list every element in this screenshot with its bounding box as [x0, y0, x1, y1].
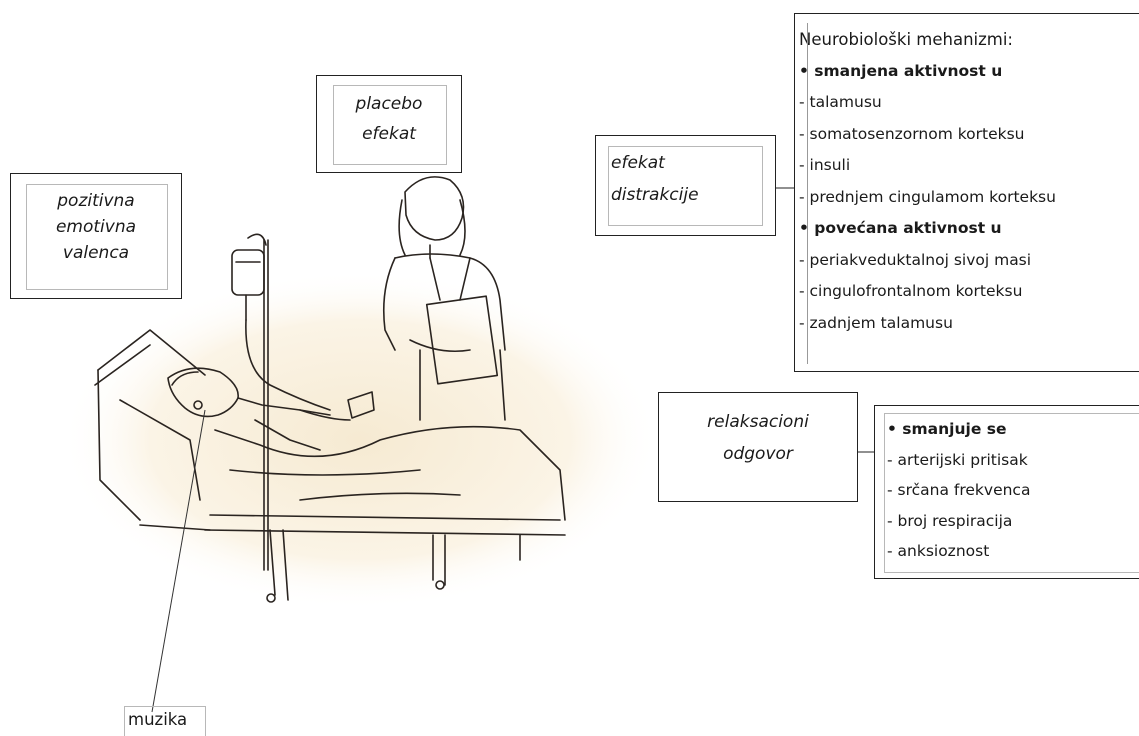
neuro-increased-item: - zadnjem talamusu — [799, 313, 953, 332]
neuro-mechanisms-list: Neurobiološki mehanizmi: • smanjena akti… — [799, 24, 1056, 339]
placebo-label: placebo efekat — [317, 89, 461, 149]
relax-effects-box: • smanjuje se - arterijski pritisak - sr… — [874, 405, 1139, 579]
relaxation-line-1: relaksacioni — [707, 412, 809, 432]
positive-valence-label: pozitivna emotivna valenca — [11, 188, 181, 266]
placebo-line-1: placebo — [355, 94, 423, 114]
music-label-box: muzika — [124, 706, 206, 736]
neuro-decreased-header: • smanjena aktivnost u — [799, 61, 1003, 80]
neuro-title: Neurobiološki mehanizmi: — [799, 30, 1013, 49]
patient-figure-icon — [167, 367, 566, 521]
neuro-increased-item: - periakveduktalnoj sivoj masi — [799, 250, 1032, 269]
relaxation-label: relaksacioni odgovor — [659, 406, 857, 470]
doctor-figure-icon — [382, 176, 506, 421]
music-label: muzika — [128, 710, 188, 729]
placebo-inner-border — [333, 85, 447, 165]
neuro-mechanisms-box: Neurobiološki mehanizmi: • smanjena akti… — [794, 13, 1139, 372]
neuro-increased-item: - cingulofrontalnom korteksu — [799, 282, 1023, 300]
music-leader-line — [151, 409, 206, 713]
positive-valence-line-3: valenca — [62, 243, 130, 263]
relax-effects-item: - anksioznost — [887, 542, 990, 560]
distraction-line-1: efekat — [611, 153, 665, 173]
neuro-increased-header: • povećana aktivnost u — [799, 219, 1002, 237]
distraction-box: efekat distrakcije — [595, 135, 776, 236]
hospital-bed-icon — [94, 329, 566, 603]
placebo-line-2: efekat — [362, 124, 416, 144]
relaxation-line-2: odgovor — [723, 444, 793, 464]
relax-effects-inner-border — [884, 413, 1139, 573]
positive-valence-line-2: emotivna — [55, 217, 137, 237]
neuro-decreased-item: - prednjem cingulamom korteksu — [799, 187, 1056, 206]
neuro-decreased-item: - somatosenzornom korteksu — [799, 124, 1025, 143]
relax-effects-list: • smanjuje se - arterijski pritisak - sr… — [887, 414, 1030, 567]
positive-valence-line-1: pozitivna — [57, 191, 135, 211]
positive-valence-inner-border — [26, 184, 168, 290]
relax-effects-header: • smanjuje se — [887, 420, 1007, 438]
distraction-inner-border — [608, 146, 763, 226]
placebo-box: placebo efekat — [316, 75, 462, 173]
positive-valence-box: pozitivna emotivna valenca — [10, 173, 182, 299]
neuro-decreased-item: - talamusu — [799, 93, 882, 111]
distraction-label: efekat distrakcije — [611, 147, 699, 211]
relax-effects-item: - broj respiracija — [887, 511, 1013, 530]
distraction-line-2: distrakcije — [611, 185, 699, 205]
relax-effects-item: - srčana frekvenca — [887, 481, 1031, 499]
neuro-inner-frame — [807, 23, 1139, 364]
neuro-decreased-item: - insuli — [799, 156, 851, 174]
relaxation-box: relaksacioni odgovor — [658, 392, 858, 502]
relax-effects-item: - arterijski pritisak — [887, 450, 1028, 469]
